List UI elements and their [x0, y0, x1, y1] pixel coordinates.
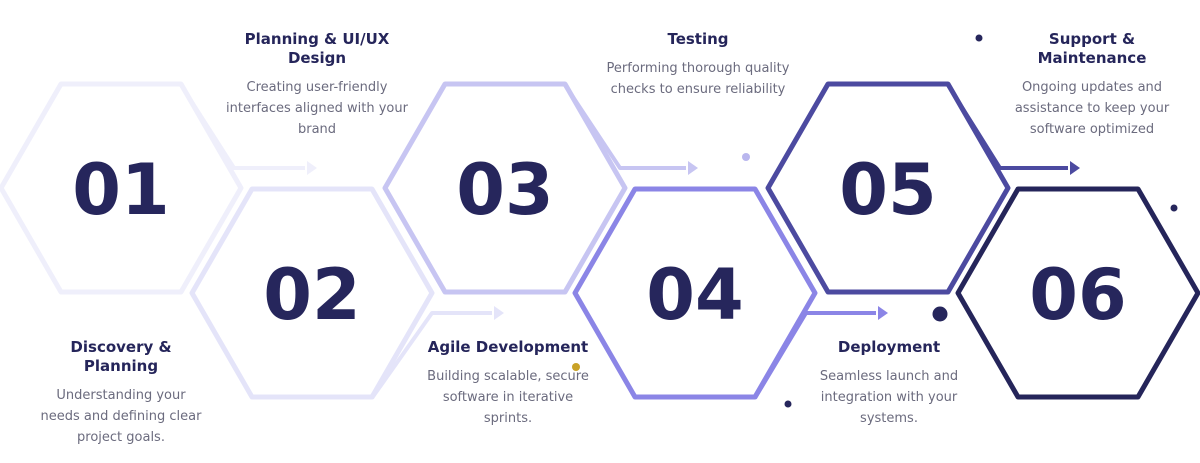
step-02-description: Creating user-friendly interfaces aligne… — [226, 80, 408, 137]
step-number-05: 05 — [839, 149, 936, 231]
step-06-text: Support & Maintenance Ongoing updates an… — [994, 30, 1190, 140]
decorative-dot-6 — [1170, 204, 1178, 212]
hexagon-03 — [382, 81, 628, 295]
decorative-dot-5 — [975, 34, 983, 42]
step-02-title: Planning & UI/UX Design — [244, 30, 390, 67]
step-05-text: Deployment Seamless launch and integrati… — [808, 338, 970, 429]
connector-line-2 — [370, 311, 492, 400]
step-01-title: Discovery & Planning — [70, 338, 172, 375]
step-05-description: Seamless launch and integration with you… — [819, 369, 959, 426]
connector-arrowhead-3 — [688, 161, 698, 175]
hexagon-04 — [572, 186, 818, 400]
step-05-title: Deployment — [837, 338, 941, 356]
decorative-dot-3 — [784, 400, 792, 408]
hexagon-02 — [189, 186, 435, 400]
decorative-dot-2 — [742, 153, 750, 161]
step-06-title: Support & Maintenance — [1037, 30, 1147, 67]
step-01-text: Discovery & Planning Understanding your … — [38, 338, 204, 448]
step-04-description: Performing thorough quality checks to en… — [606, 61, 790, 97]
hexagon-06 — [955, 186, 1200, 400]
step-02-text: Planning & UI/UX Design Creating user-fr… — [226, 30, 408, 140]
hexagons: 01 02 03 04 05 06 — [0, 81, 1200, 400]
step-03-title: Agile Development — [427, 338, 589, 356]
connector-arrowhead-2 — [494, 306, 504, 320]
step-06-description: Ongoing updates and assistance to keep y… — [1014, 80, 1170, 137]
step-number-06: 06 — [1029, 254, 1126, 336]
decorative-dot-1 — [572, 363, 580, 371]
decorative-dots — [572, 34, 1178, 408]
hexagon-01 — [0, 81, 244, 295]
step-04-title: Testing — [667, 30, 729, 48]
step-04-text: Testing Performing thorough quality chec… — [606, 30, 790, 100]
connector-arrowhead-1 — [307, 161, 317, 175]
step-01-description: Understanding your needs and defining cl… — [40, 388, 202, 445]
step-number-01: 01 — [72, 149, 169, 231]
decorative-dot-4 — [932, 306, 948, 322]
step-03-description: Building scalable, secure software in it… — [427, 369, 589, 426]
step-number-03: 03 — [456, 149, 553, 231]
connector-arrowhead-4 — [878, 306, 888, 320]
connector-arrowhead-5 — [1070, 161, 1080, 175]
step-number-04: 04 — [646, 254, 743, 336]
step-number-02: 02 — [263, 254, 360, 336]
hexagon-05 — [765, 81, 1011, 295]
step-03-text: Agile Development Building scalable, sec… — [418, 338, 598, 429]
